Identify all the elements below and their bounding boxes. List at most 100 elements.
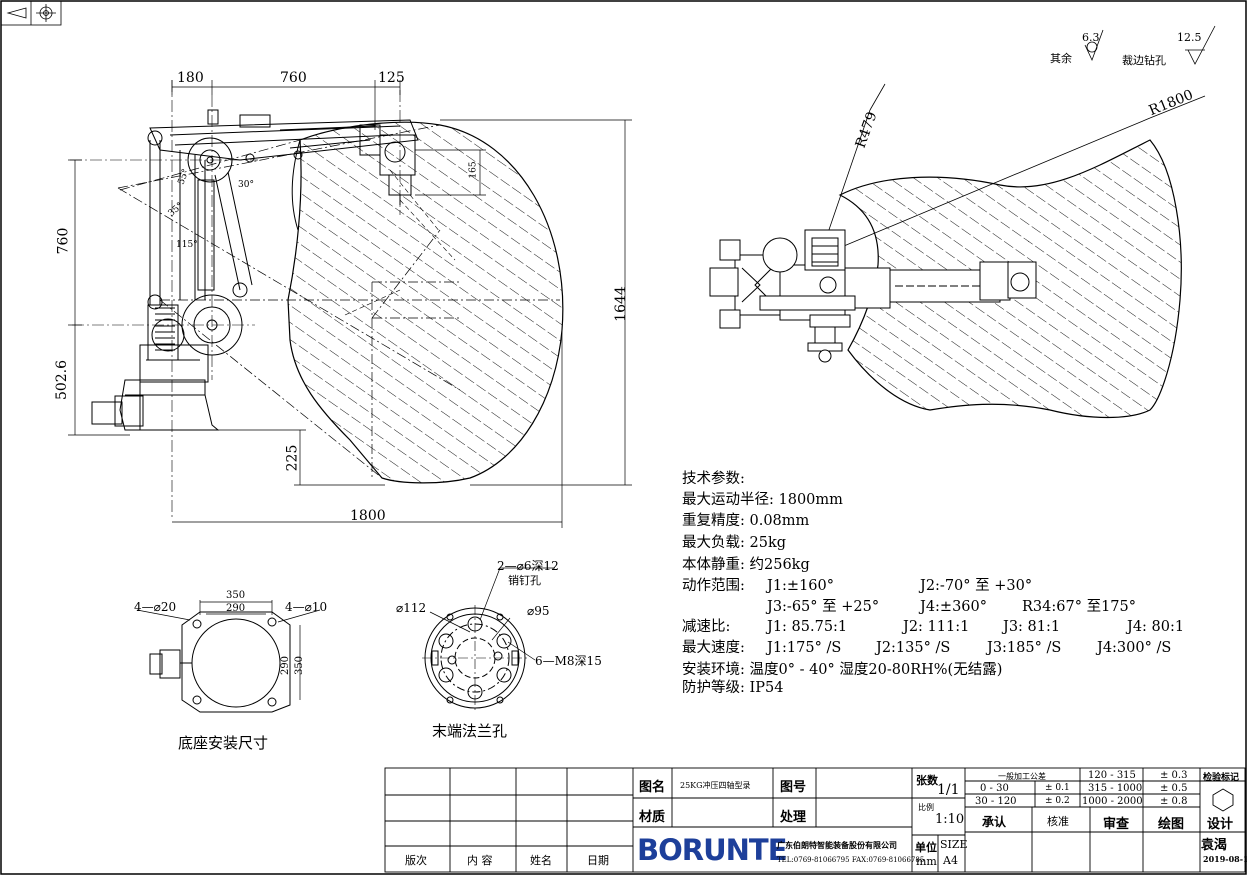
scale-value: 1:10 <box>935 812 965 827</box>
tol-value-1: ± 0.1 <box>1045 783 1070 793</box>
dim-165: 165 <box>468 161 479 179</box>
dim-502: 502.6 <box>54 359 71 401</box>
spec-weight: 本体静重: 约256kg <box>682 557 810 573</box>
base-hole-20: 4—⌀20 <box>134 600 177 614</box>
roughness-cut-label: 裁边钻孔 <box>1122 54 1166 67</box>
dim-225: 225 <box>284 444 301 472</box>
spec-repeat: 重复精度: 0.08mm <box>682 513 810 529</box>
drawing-code-label: 图号 <box>780 780 807 795</box>
front-dimension-lines <box>68 80 632 528</box>
tol-range-1: 0 - 30 <box>980 783 1009 794</box>
spec-ratio-label: 减速比: <box>682 619 731 635</box>
dim-1800: 1800 <box>350 508 386 524</box>
base-height-290: 290 <box>280 655 292 676</box>
inspection-label: 检验标记 <box>1203 773 1240 783</box>
size-value: A4 <box>943 854 958 867</box>
spec-j4-ratio: J4: 80:1 <box>1127 619 1185 635</box>
drawing-name-value: 25KG冲压四轴型录 <box>680 781 751 790</box>
borunte-logo: BORUNTE <box>637 833 787 867</box>
role-design: 设计 <box>1207 817 1234 832</box>
front-workspace-hatch <box>287 121 564 484</box>
drawing-name-label: 图名 <box>639 780 666 795</box>
spec-j1-speed: J1:175° /S <box>767 640 842 656</box>
role-draw: 绘图 <box>1158 817 1185 832</box>
spec-j4-speed: J4:300° /S <box>1097 640 1172 656</box>
tol-value-2: ± 0.5 <box>1160 783 1188 794</box>
spec-j1-ratio: J1: 85.75:1 <box>767 619 848 635</box>
roughness-cut-value: 12.5 <box>1177 31 1202 44</box>
spec-range-label: 动作范围: <box>682 578 745 594</box>
title-block-grid <box>384 767 1246 873</box>
material-label: 材质 <box>639 810 666 825</box>
base-hole-10: 4—⌀10 <box>285 600 328 614</box>
dim-760-vertical: 760 <box>55 227 72 255</box>
sheet-value: 1/1 <box>937 782 960 798</box>
unit-value: mm <box>916 855 937 868</box>
spec-j3-range: J3:-65° 至 +25° <box>767 599 880 615</box>
spec-j3-speed: J3:185° /S <box>987 640 1062 656</box>
flange-caption: 末端法兰孔 <box>432 722 508 740</box>
spec-load: 最大负载: 25kg <box>682 535 787 551</box>
company-name: 广东伯朗特智能装备股份有限公司 <box>777 840 897 850</box>
unit-label: 单位 <box>915 841 937 854</box>
spec-speed-label: 最大速度: <box>682 640 745 656</box>
rev-label-name: 姓名 <box>530 854 552 867</box>
role-approve: 承认 <box>982 815 1007 829</box>
tol-value-4: ± 0.8 <box>1160 796 1188 807</box>
spec-j2-speed: J2:135° /S <box>876 640 951 656</box>
spec-j3-ratio: J3: 81:1 <box>1003 619 1061 635</box>
projection-symbol-icon <box>0 0 62 26</box>
flange-pin-label: 销钉孔 <box>508 574 541 587</box>
rev-label-date: 日期 <box>587 854 609 867</box>
process-label: 处理 <box>780 810 807 825</box>
base-mount-view <box>136 600 321 713</box>
roughness-other-label: 其余 <box>1050 52 1072 65</box>
flange-view <box>422 567 555 711</box>
roughness-symbol-icon <box>1084 25 1216 65</box>
spec-heading: 技术参数: <box>682 471 745 487</box>
size-label: SIZE <box>940 838 968 851</box>
dim-760-horizontal: 760 <box>280 70 307 86</box>
tolerance-title: 一般加工公差 <box>998 772 1046 781</box>
company-contact: TEL:0769-81066795 FAX:0769-81066785 <box>777 856 925 864</box>
flange-pin-hole: 2—⌀6深12 <box>497 559 559 573</box>
top-robot <box>709 229 1037 363</box>
scale-label: 比例 <box>918 803 934 812</box>
tol-value-top: ± 0.3 <box>1160 770 1188 781</box>
flange-thread: 6—M8深15 <box>535 654 602 668</box>
tol-range-2: 315 - 1000 <box>1088 783 1143 794</box>
sheet-label: 张数 <box>916 774 938 787</box>
role-verify: 核准 <box>1047 815 1069 828</box>
design-date: 2019-08-1 <box>1203 854 1247 864</box>
tol-range-3: 30 - 120 <box>975 796 1017 807</box>
designer-name: 袁渴 <box>1201 838 1228 853</box>
dim-125: 125 <box>378 70 405 86</box>
tol-range-4: 1000 - 2000 <box>1082 796 1143 807</box>
rev-label-content: 内 容 <box>467 854 493 867</box>
tol-value-3: ± 0.2 <box>1045 796 1070 806</box>
base-width-290: 290 <box>226 603 246 614</box>
flange-d95: ⌀95 <box>527 604 550 618</box>
spec-env: 安装环境: 温度0° - 40° 湿度20-80RH%(无结露) <box>682 662 1003 678</box>
angle-30: 30° <box>238 180 254 190</box>
tol-range-top: 120 - 315 <box>1088 770 1136 781</box>
spec-ip: 防护等级: IP54 <box>682 680 784 696</box>
dim-1644: 1644 <box>612 286 629 322</box>
base-height-350: 350 <box>294 655 306 676</box>
dim-180: 180 <box>177 70 204 86</box>
spec-r34-range: R34:67° 至175° <box>1022 599 1136 615</box>
inspection-hexagon-icon <box>1212 788 1234 812</box>
role-review: 审查 <box>1103 817 1130 832</box>
spec-j1-range: J1:±160° <box>767 578 834 594</box>
flange-d112: ⌀112 <box>396 601 427 615</box>
spec-j2-range: J2:-70° 至 +30° <box>920 578 1033 594</box>
top-workspace <box>819 83 1206 419</box>
spec-j4-range: J4:±360° <box>920 599 987 615</box>
angle-115: 115° <box>176 240 198 250</box>
roughness-other-value: 6.3 <box>1082 31 1100 44</box>
rev-label-version: 版次 <box>405 854 427 867</box>
spec-j2-ratio: J2: 111:1 <box>903 619 970 635</box>
base-caption: 底座安装尺寸 <box>178 734 269 752</box>
